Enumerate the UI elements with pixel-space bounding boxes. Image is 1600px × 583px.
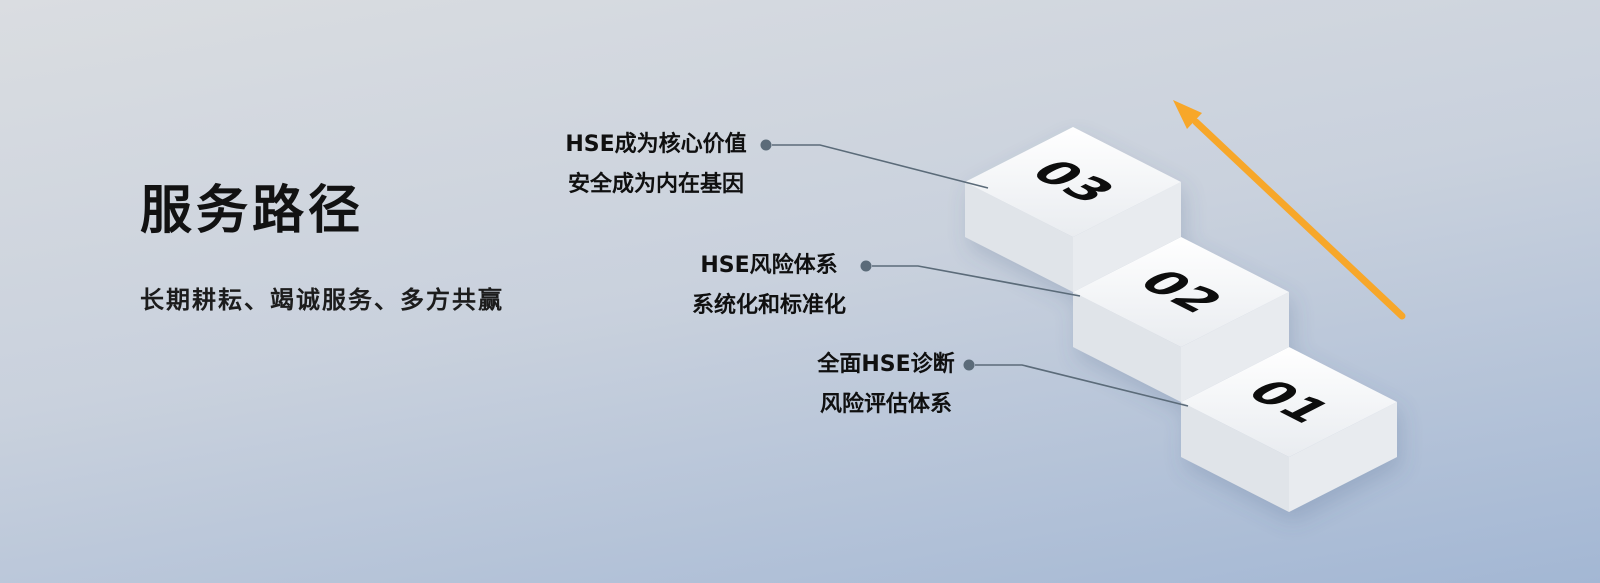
trend-arrow-shaft [1192, 118, 1406, 320]
step-02-label-line-1: HSE风险体系 [700, 253, 838, 278]
step-03: 03 [965, 127, 1181, 292]
step-02-left-face [1073, 292, 1181, 402]
connector-line-step-01 [975, 364, 1189, 407]
connector-line-step-02 [872, 265, 1081, 297]
step-02-label: HSE风险体系 系统化和标准化 [644, 246, 894, 326]
step-03-right-face [1073, 182, 1181, 292]
step-01-label-line-1: 全面HSE诊断 [817, 352, 955, 377]
connector-dot-step-02 [860, 260, 872, 272]
step-03-label-line-2: 安全成为内在基因 [567, 172, 744, 197]
step-02: 02 [1073, 237, 1289, 402]
step-01-label-line-2: 风险评估体系 [819, 392, 952, 417]
step-03-top-face [965, 127, 1181, 237]
page-subtitle: 长期耕耘、竭诚服务、多方共赢 [140, 286, 504, 315]
step-02-label-line-2: 系统化和标准化 [691, 293, 846, 318]
connector-dot-step-03 [760, 139, 772, 151]
trend-arrow-head-icon [1173, 100, 1202, 129]
connector-dot-step-01 [963, 359, 975, 371]
title-block: 服务路径 长期耕耘、竭诚服务、多方共赢 [140, 181, 504, 315]
label-connectors [760, 139, 1189, 407]
step-02-right-face [1181, 292, 1289, 402]
trend-arrow [1173, 100, 1406, 320]
step-01-label: 全面HSE诊断 风险评估体系 [761, 345, 1011, 425]
step-03-label-line-1: HSE成为核心价值 [565, 132, 747, 157]
step-03-label: HSE成为核心价值 安全成为内在基因 [531, 125, 781, 205]
step-01-right-face [1289, 402, 1397, 512]
connector-line-step-03 [772, 144, 989, 189]
step-03-left-face [965, 182, 1073, 292]
step-01-left-face [1181, 402, 1289, 512]
staircase-steps: 01 02 03 [965, 127, 1397, 512]
page-title: 服务路径 [140, 181, 365, 241]
